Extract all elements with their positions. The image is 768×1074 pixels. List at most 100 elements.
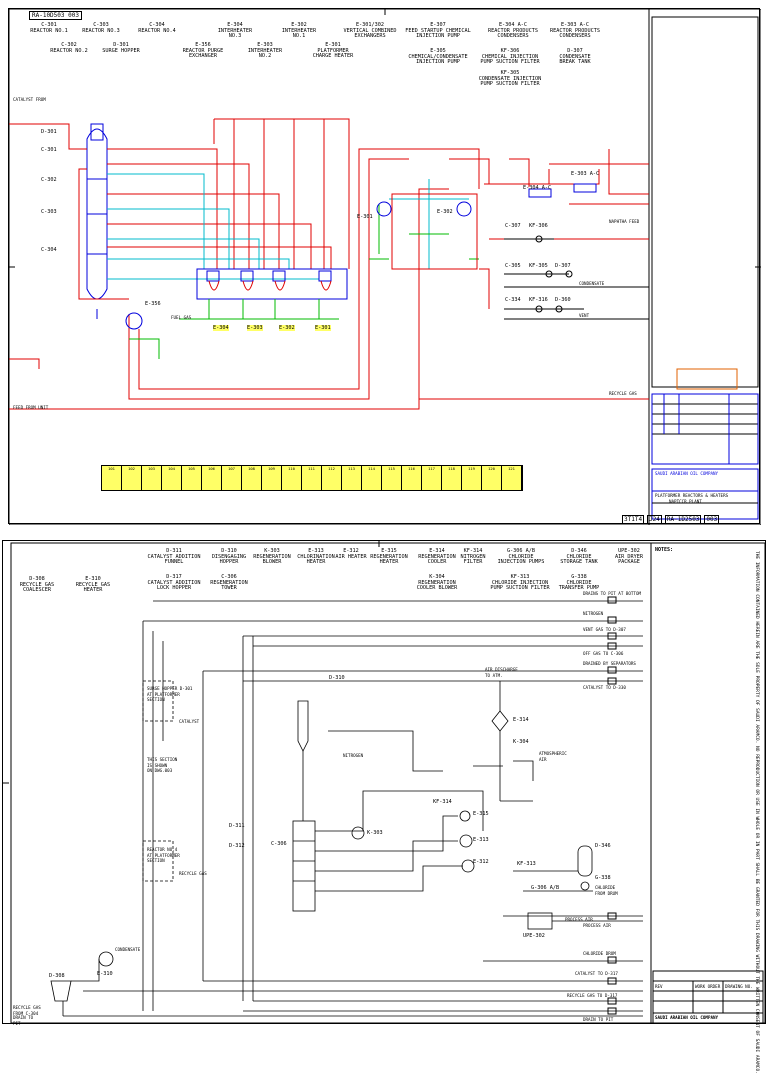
eq-d310: D-310 — [329, 675, 345, 681]
eq-kf313: KF-313 — [517, 861, 536, 867]
conn-chloride-drum: CHLORIDE DRUM — [583, 951, 616, 956]
name: CATALYST ADDITION LOCK HOPPER — [147, 579, 201, 592]
left-note-drain: DRAIN TO PIT — [13, 1015, 34, 1026]
bottom-work-order: WORK ORDER — [695, 984, 721, 989]
note-air-discharge: AIR DISCHARGE TO ATM. — [485, 667, 518, 678]
tag: KF-306 — [500, 48, 520, 54]
eq-d312: D-312 — [229, 843, 245, 849]
note-fuel-gas: FUEL GAS — [171, 315, 192, 320]
tag: E-305 — [430, 48, 446, 54]
conn-process-air: PROCESS AIR — [583, 923, 611, 928]
stream-cell: 107 — [222, 466, 242, 490]
sheet-code: RA-1D2503 — [664, 515, 702, 524]
name: AIR DRYER PACKAGE — [614, 553, 644, 566]
name: INTERHEATER NO.3 — [217, 27, 253, 40]
note-process-air: PROCESS AIR — [565, 917, 593, 922]
bottom-title-block — [652, 970, 764, 1024]
label-e302: E-302 — [279, 325, 295, 331]
note-naphtha: NAPHTHA FEED — [609, 219, 640, 224]
label-c334: C-334 — [505, 297, 521, 303]
note-condensate: CONDENSATE — [579, 281, 605, 286]
tag: KF-314 — [463, 548, 483, 554]
name: REACTOR NO.4 — [138, 27, 176, 34]
name: NITROGEN FILTER — [460, 553, 486, 566]
note-recycle-gas: RECYCLE GAS — [179, 871, 207, 876]
tag: D-311 — [166, 548, 182, 554]
eq-k303: K-303 — [367, 830, 383, 836]
conn-nitrogen: NITROGEN — [583, 611, 604, 616]
name: PLATFORMER CHARGE HEATER — [312, 47, 354, 60]
stream-cell: 106 — [202, 466, 222, 490]
conn-off-gas: OFF GAS TO C-306 — [583, 651, 624, 656]
label-e303: E-303 — [247, 325, 263, 331]
name: INTERHEATER NO.2 — [247, 47, 283, 60]
label-e304ac: E-304 A-C — [523, 185, 552, 191]
conn-catalyst-d317: CATALYST TO D-317 — [575, 971, 618, 976]
label-ex-e302: E-302 — [437, 209, 453, 215]
name: CONDENSATE BREAK TANK — [559, 53, 591, 66]
tag: E-301/302 — [355, 22, 385, 28]
tag: E-310 — [85, 576, 101, 582]
name: REGENERATION COOLER — [418, 553, 456, 566]
eq-kf314: KF-314 — [433, 799, 452, 805]
name: REGENERATION HEATER — [370, 553, 408, 566]
tag: D-308 — [29, 576, 45, 582]
bottom-process-diagram — [3, 541, 766, 1024]
name: CHLORIDE TRANSFER PUMP — [558, 579, 600, 592]
reactor-red-lines — [9, 118, 649, 410]
name: CHLORIDE INJECTION PUMP SUCTION FILTER — [490, 579, 550, 592]
stream-cell: 111 — [302, 466, 322, 490]
note-catalyst-from: CATALYST FROM — [13, 97, 46, 102]
note-this-section: THIS SECTION IS SHOWN ON DWG.003 — [147, 757, 178, 774]
conn-catalyst-d330: CATALYST TO D-330 — [583, 685, 626, 690]
label-c303: C-303 — [41, 209, 57, 215]
label-c302: C-302 — [41, 177, 57, 183]
stream-cell: 109 — [262, 466, 282, 490]
name: CHLORIDE INJECTION PUMPS — [497, 553, 545, 566]
name: REGENERATION BLOWER — [253, 553, 291, 566]
condensers — [528, 183, 597, 198]
eq-g338: G-338 — [595, 875, 611, 881]
top-process-diagram — [9, 9, 761, 525]
tag: E-303 — [257, 42, 273, 48]
top-company: SAUDI ARABIAN OIL COMPANY — [655, 471, 719, 476]
stream-table: 101 102 103 104 105 106 107 108 109 110 … — [101, 465, 523, 491]
tag: D-301 — [113, 42, 129, 48]
name: CHLORIDE STORAGE TANK — [560, 553, 598, 566]
note-nitrogen: NITROGEN — [343, 753, 364, 758]
stream-cell: 108 — [242, 466, 262, 490]
tag: UPE-302 — [618, 548, 640, 554]
tag: E-315 — [381, 548, 397, 554]
conn-drain-pit: DRAIN TO PIT — [583, 1017, 614, 1022]
conn-vent-gas: VENT GAS TO D-307 — [583, 627, 626, 632]
e356-exchanger — [125, 312, 143, 330]
tag: E-356 — [195, 42, 211, 48]
tag: C-304 — [149, 22, 165, 28]
left-note-recycle: RECYCLE GAS FROM C-304 — [13, 1005, 41, 1016]
tag: C-302 — [61, 42, 77, 48]
eq-e313: E-313 — [473, 837, 489, 843]
combined-exchangers — [376, 193, 478, 270]
label-ex-e301: E-301 — [357, 214, 373, 220]
tag: D-346 — [571, 548, 587, 554]
name: REACTOR NO.3 — [82, 27, 120, 34]
top-plant: NAPTCCR PLANT — [669, 499, 702, 504]
label-c304: C-304 — [41, 247, 57, 253]
name: REACTOR PRODUCTS CONDENSERS — [488, 27, 538, 40]
name: REACTOR PURGE EXCHANGER — [182, 47, 224, 60]
name: VERTICAL COMBINED EXCHANGERS — [343, 27, 397, 40]
tag: C-303 — [93, 22, 109, 28]
